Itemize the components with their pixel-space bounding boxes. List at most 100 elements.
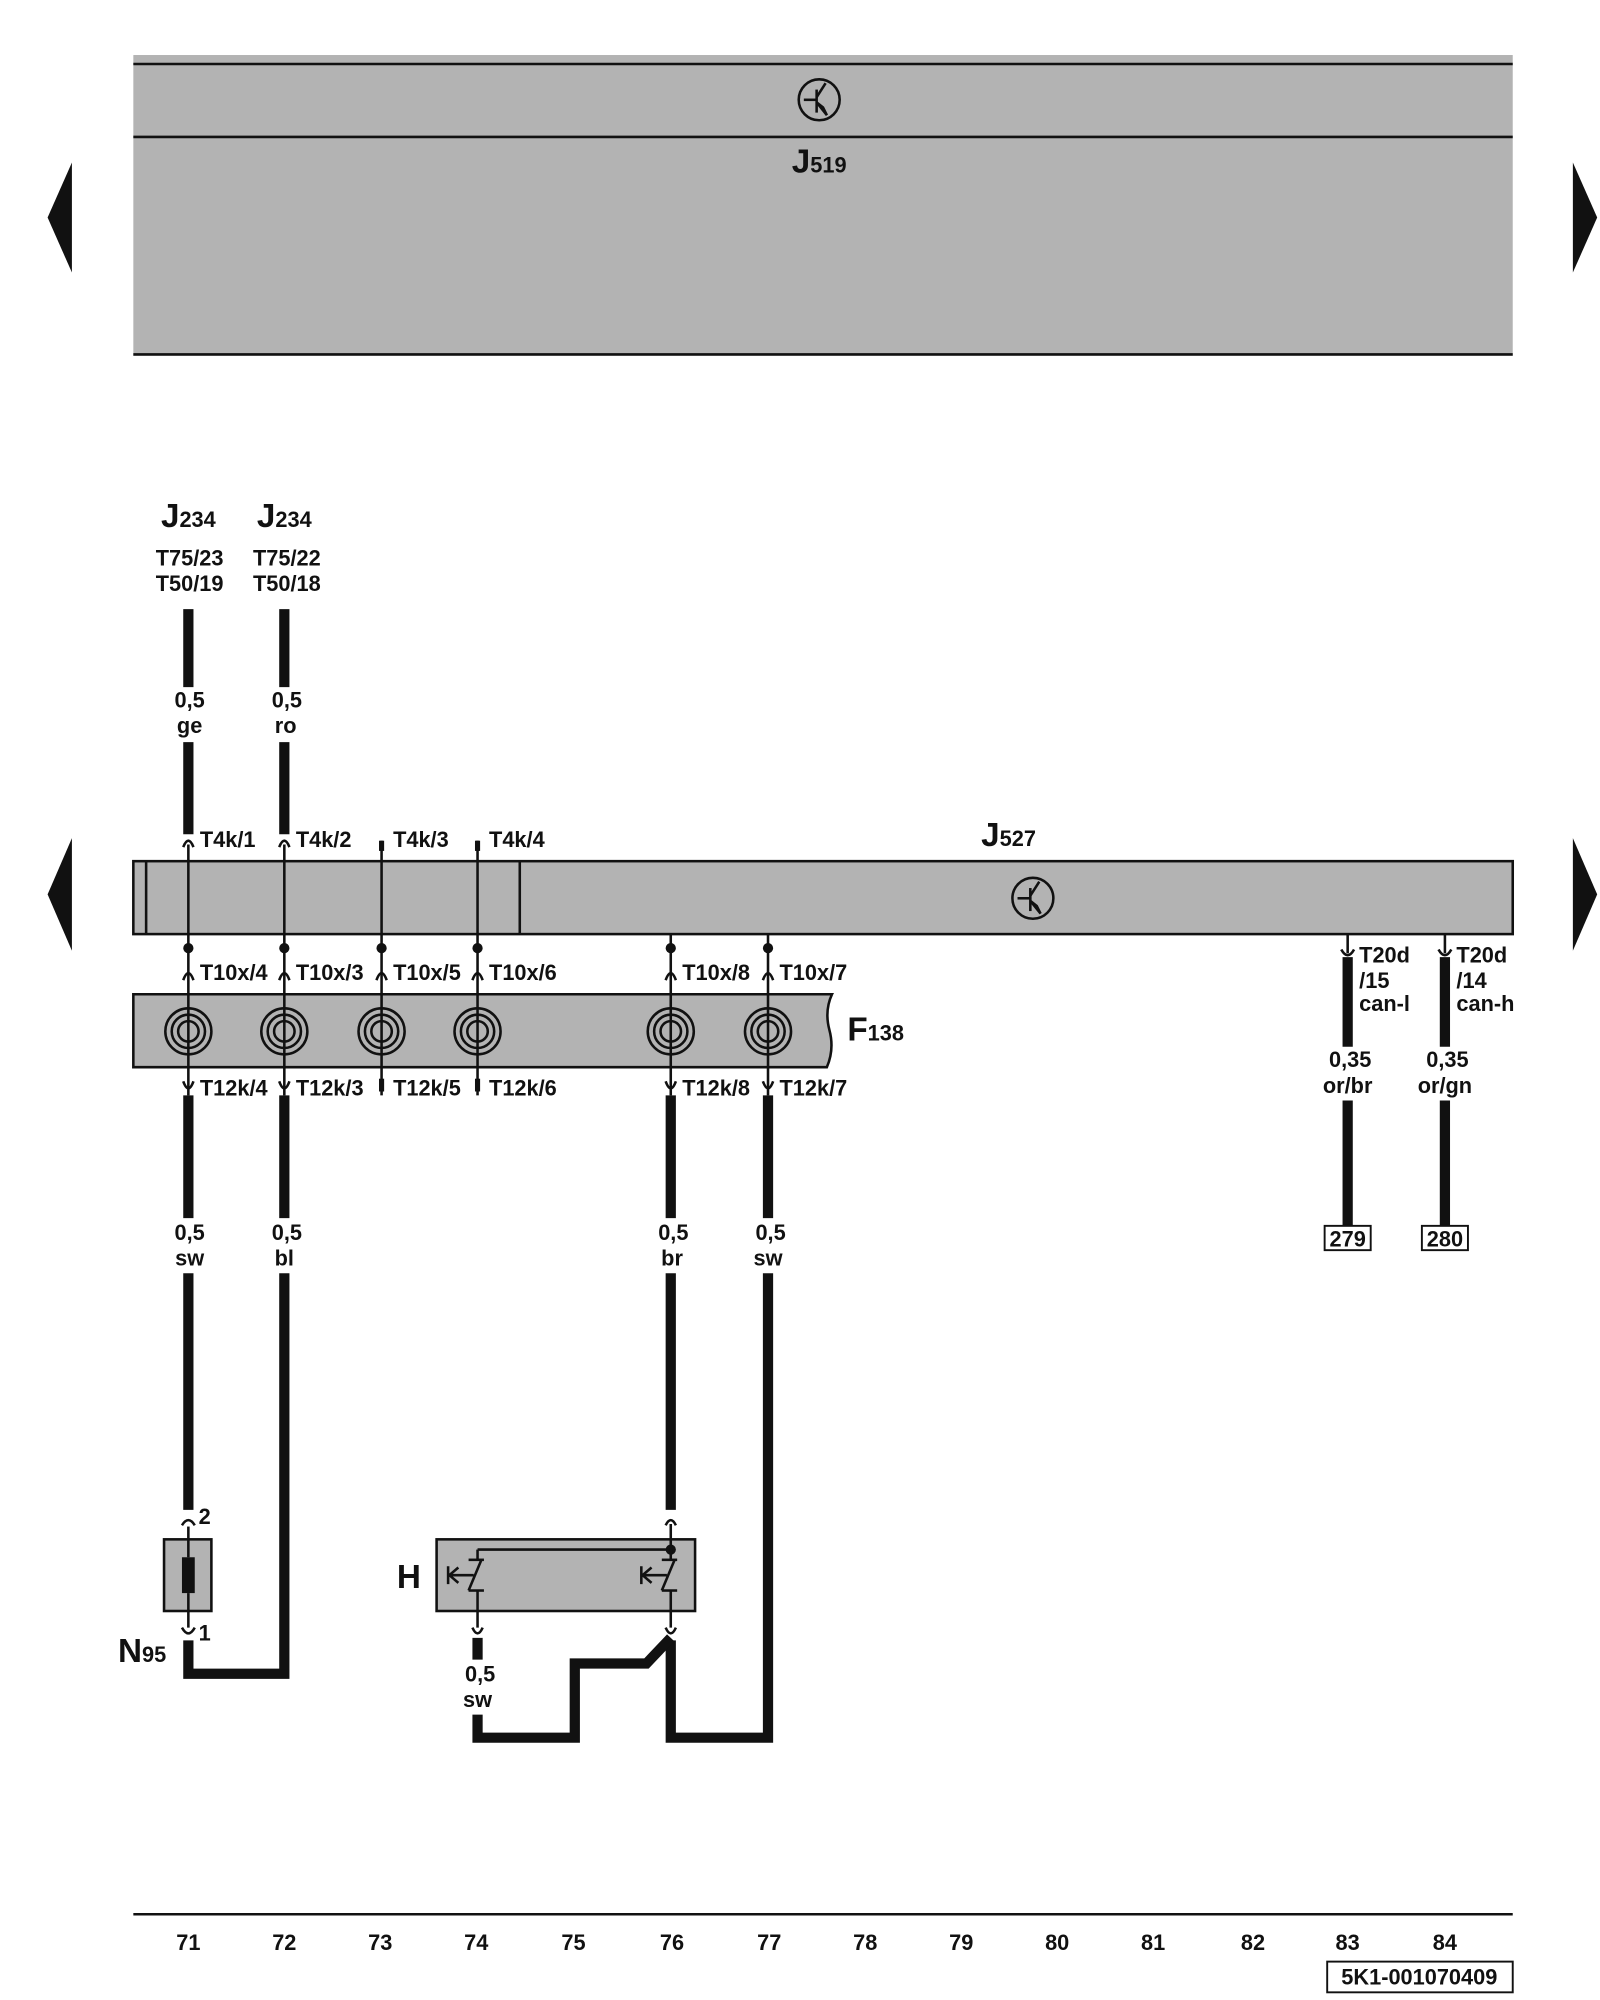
- column-number: 75: [561, 1930, 585, 1955]
- column-number: 76: [660, 1930, 684, 1955]
- previous-page-arrow-icon[interactable]: [47, 162, 72, 273]
- connector-label: T4k/2: [296, 827, 352, 852]
- svg-text:0,5: 0,5: [175, 688, 205, 713]
- svg-text:0,5: 0,5: [658, 1220, 688, 1245]
- column-number: 74: [464, 1930, 488, 1955]
- svg-text:ge: ge: [177, 713, 202, 738]
- svg-text:N95: N95: [118, 1633, 166, 1670]
- wire-bl: 0,5 bl: [183, 1095, 302, 1679]
- push-switch-icon: [446, 1558, 484, 1592]
- svg-text:J234: J234: [161, 498, 216, 535]
- column-number: 71: [176, 1930, 200, 1955]
- j519-label: J519: [792, 144, 847, 181]
- column-number: 77: [757, 1930, 781, 1955]
- wire-ro: 0,5 ro: [272, 609, 302, 835]
- junction-dot: [665, 943, 676, 954]
- connector-label: T10x/6: [489, 960, 557, 985]
- next-page-arrow-icon[interactable]: [1572, 838, 1598, 951]
- wire-sw-n95: 0,5 sw: [175, 1095, 205, 1510]
- j234-source-a: J234 T75/23 T50/19: [156, 498, 224, 596]
- svg-text:F138: F138: [847, 1011, 904, 1048]
- svg-text:0,35: 0,35: [1426, 1047, 1468, 1072]
- component-n95: 2 1 N95: [118, 1504, 213, 1670]
- connector-label: T10x/5: [393, 960, 461, 985]
- connector-pins: [164, 839, 793, 1096]
- junction-dot: [279, 943, 290, 954]
- connector-label: T12k/5: [393, 1075, 461, 1100]
- svg-text:H: H: [397, 1559, 421, 1596]
- junction-dot: [183, 943, 194, 954]
- svg-text:sw: sw: [463, 1687, 492, 1712]
- connector-label: T10x/8: [682, 960, 750, 985]
- j234-source-b: J234 T75/22 T50/18: [253, 498, 321, 596]
- svg-text:or/gn: or/gn: [1418, 1073, 1472, 1098]
- svg-text:J234: J234: [257, 498, 312, 535]
- column-number: 83: [1336, 1930, 1360, 1955]
- reference-box[interactable]: [1420, 1224, 1469, 1252]
- column-number: 78: [853, 1930, 877, 1955]
- connector-label: T4k/1: [200, 827, 256, 852]
- svg-text:can-l: can-l: [1359, 991, 1410, 1016]
- push-switch-icon: [640, 1558, 678, 1592]
- module-f138: F138: [132, 992, 904, 1069]
- column-number: 80: [1045, 1930, 1069, 1955]
- wire-h-out: 0,5 sw: [463, 1634, 675, 1743]
- svg-text:2: 2: [199, 1504, 211, 1529]
- terminal-coil-icon: [357, 1007, 406, 1056]
- terminal-coil-icon: [260, 1007, 309, 1056]
- module-j527: J527: [132, 817, 1515, 936]
- previous-page-arrow-icon[interactable]: [47, 838, 72, 951]
- svg-text:0,5: 0,5: [465, 1661, 495, 1686]
- svg-text:0,5: 0,5: [175, 1220, 205, 1245]
- terminal-coil-icon: [453, 1007, 502, 1056]
- next-page-arrow-icon[interactable]: [1572, 162, 1598, 273]
- svg-text:/15: /15: [1359, 968, 1389, 993]
- connector-label: T4k/4: [489, 827, 545, 852]
- column-number: 81: [1141, 1930, 1165, 1955]
- terminal-coil-icon: [646, 1007, 696, 1056]
- doc-id-box: [1326, 1960, 1514, 1994]
- wire-ge: 0,5 ge: [175, 609, 205, 835]
- connector-label: T12k/7: [780, 1075, 848, 1100]
- connector-label: T12k/3: [296, 1075, 364, 1100]
- column-number: 84: [1433, 1930, 1457, 1955]
- svg-text:T75/23: T75/23: [156, 546, 224, 571]
- connector-label: T12k/6: [489, 1075, 557, 1100]
- wire-can-h: T20d /14 can-h 0,35 or/gn 280: [1418, 934, 1514, 1252]
- control-unit-symbol-icon: [797, 78, 841, 122]
- control-unit-symbol-icon: [1011, 876, 1055, 921]
- svg-text:0,5: 0,5: [755, 1220, 785, 1245]
- svg-text:T20d: T20d: [1456, 942, 1507, 967]
- wire-br: 0,5 br: [658, 1095, 688, 1510]
- svg-text:can-h: can-h: [1456, 991, 1514, 1016]
- junction-dot: [762, 943, 774, 954]
- junction-dot: [376, 943, 387, 954]
- svg-text:br: br: [661, 1246, 683, 1271]
- svg-text:279: 279: [1330, 1226, 1366, 1251]
- connector-label: T4k/3: [393, 827, 449, 852]
- junction-dot: [472, 943, 483, 954]
- terminal-coil-icon: [164, 1007, 213, 1056]
- column-number: 82: [1241, 1930, 1265, 1955]
- svg-text:sw: sw: [175, 1246, 204, 1271]
- svg-text:/14: /14: [1456, 968, 1486, 993]
- column-number: 72: [272, 1930, 296, 1955]
- svg-text:0,5: 0,5: [272, 1220, 302, 1245]
- column-number: 79: [949, 1930, 973, 1955]
- svg-text:T75/22: T75/22: [253, 546, 321, 571]
- connector-label: T10x/3: [296, 960, 364, 985]
- wire-can-l: T20d /15 can-l 0,35 or/br 279: [1323, 934, 1410, 1251]
- svg-text:T20d: T20d: [1359, 942, 1410, 967]
- svg-text:bl: bl: [275, 1246, 294, 1271]
- svg-text:T50/18: T50/18: [253, 571, 321, 596]
- svg-text:sw: sw: [754, 1246, 783, 1271]
- reference-box[interactable]: [1323, 1224, 1372, 1252]
- svg-text:0,5: 0,5: [272, 688, 302, 713]
- module-j519: J519: [133, 55, 1513, 356]
- terminal-coil-icon: [743, 1007, 793, 1056]
- connector-label: T12k/8: [682, 1075, 750, 1100]
- connector-label: T10x/7: [780, 960, 848, 985]
- svg-text:ro: ro: [275, 713, 297, 738]
- svg-text:T50/19: T50/19: [156, 571, 224, 596]
